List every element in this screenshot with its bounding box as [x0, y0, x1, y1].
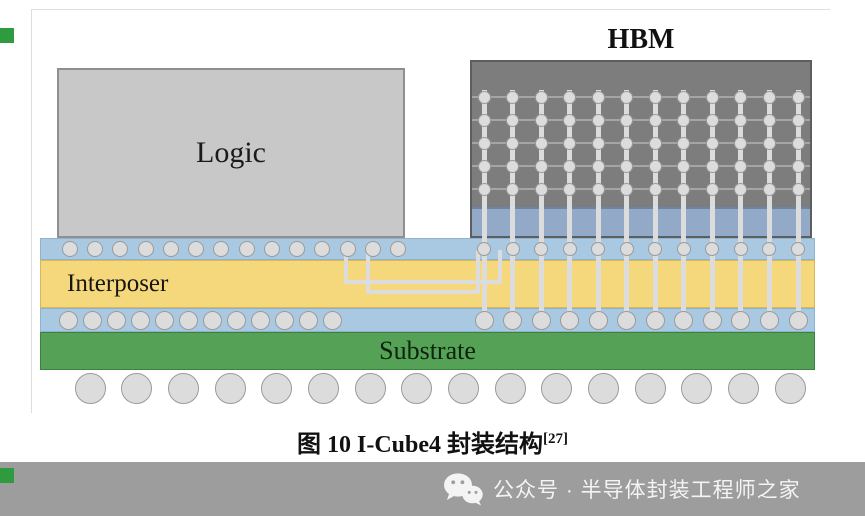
hbm-base-die	[472, 207, 810, 236]
hbm-die-separator	[472, 142, 810, 144]
green-marker-top	[0, 28, 14, 43]
caption-text: 图 10 I-Cube4 封装结构	[296, 432, 543, 458]
c4-bump-layer	[40, 308, 815, 332]
substrate-label: Substrate	[379, 336, 476, 365]
watermark-text: 公众号 · 半导体封装工程师之家	[493, 479, 801, 502]
figure-frame	[31, 9, 830, 413]
watermark-bar: 公众号 · 半导体封装工程师之家	[0, 462, 865, 516]
microbump-layer	[40, 238, 815, 260]
hbm-die-separator	[472, 165, 810, 167]
substrate-layer: Substrate	[40, 332, 815, 370]
hbm-die-separator	[472, 119, 810, 121]
interposer-label: Interposer	[67, 270, 169, 297]
figure-caption: 图 10 I-Cube4 封装结构[27]	[0, 424, 865, 459]
hbm-label: HBM	[607, 24, 675, 55]
wechat-icon	[444, 473, 483, 506]
watermark-group: 公众号 · 半导体封装工程师之家	[443, 472, 801, 506]
hbm-die-separator	[472, 188, 810, 190]
hbm-stack	[470, 60, 812, 238]
green-marker-bottom	[0, 468, 14, 483]
hbm-die-separator	[472, 96, 810, 98]
caption-superscript: [27]	[543, 431, 568, 447]
logic-label: Logic	[196, 136, 266, 169]
logic-die: Logic	[57, 68, 405, 238]
interposer-layer: Interposer	[40, 260, 815, 308]
